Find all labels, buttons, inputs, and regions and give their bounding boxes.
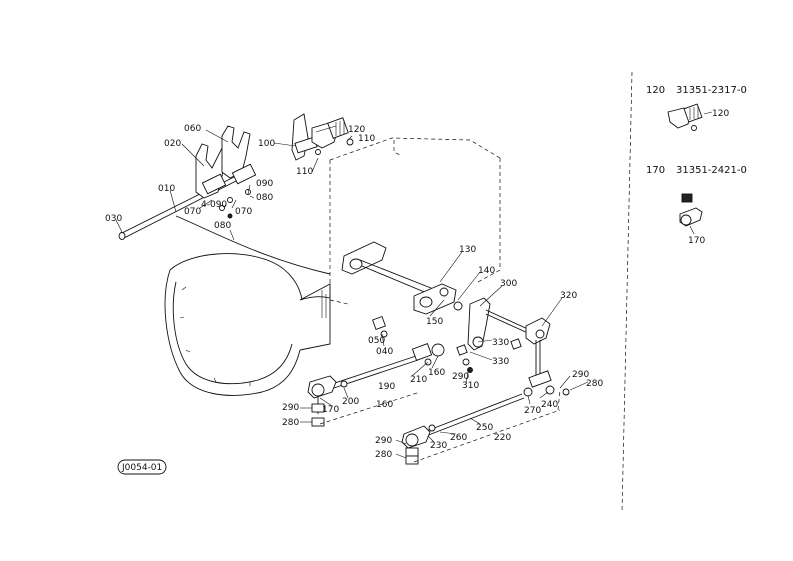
pin-110: [315, 149, 321, 155]
callout-330a: 330: [492, 338, 509, 348]
sidebar-item-170-part-code: 31351-2421-0: [676, 165, 747, 176]
callout-190: 190: [378, 382, 395, 392]
callout-160a: 160: [428, 368, 445, 378]
callout-110a: 110: [358, 134, 375, 144]
callout-260: 260: [450, 433, 467, 443]
callout-170: 170: [322, 405, 339, 415]
callout-200: 200: [342, 397, 359, 407]
sidebar-item-170: 170 31351-2421-0 170: [646, 165, 747, 246]
sidebar-item-170-callout: 170: [688, 236, 705, 246]
callout-120: 120: [348, 125, 365, 135]
lever-320: [525, 317, 570, 396]
callout-220: 220: [494, 433, 511, 443]
callout-280c: 280: [586, 379, 603, 389]
callout-100: 100: [258, 139, 275, 149]
lever-300: [467, 297, 531, 351]
drawing-stamp: J0054-01: [117, 459, 167, 475]
callout-050: 050: [368, 336, 385, 346]
sidebar-item-120-number: 120: [646, 85, 665, 96]
cable: [175, 215, 331, 275]
callout-300: 300: [500, 279, 517, 289]
callout-060: 060: [184, 124, 201, 134]
selector-lever-100: [291, 113, 318, 161]
small-parts-mid: [372, 316, 522, 373]
sidebar-item-120-callout: 120: [712, 109, 729, 119]
sidebar-item-120: 120 31351-2317-0 120: [646, 85, 747, 131]
callout-250: 250: [476, 423, 493, 433]
callout-330b: 330: [492, 357, 509, 367]
callout-010: 010: [158, 184, 175, 194]
callout-030: 030: [105, 214, 122, 224]
callout-040: 040: [376, 347, 393, 357]
callout-320: 320: [560, 291, 577, 301]
callouts: 060 020 010 030 070 4-090 070 090 080 08…: [105, 124, 603, 460]
sidebar-item-120-part-code: 31351-2317-0: [676, 85, 747, 96]
callout-020: 020: [164, 139, 181, 149]
callout-160b: 160: [376, 400, 393, 410]
transmission-housing: [164, 253, 331, 396]
rod-190: [307, 343, 445, 427]
callout-110b: 110: [296, 167, 313, 177]
callout-290b: 290: [282, 403, 299, 413]
callout-070b: 070: [235, 207, 252, 217]
callout-270: 270: [524, 406, 541, 416]
callout-090a: 090: [256, 179, 273, 189]
callout-130: 130: [459, 245, 476, 255]
sidebar-item-170-number: 170: [646, 165, 665, 176]
callout-080a: 080: [256, 193, 273, 203]
callout-310: 310: [462, 381, 479, 391]
callout-150: 150: [426, 317, 443, 327]
shift-fork-060: [221, 125, 257, 185]
callout-240: 240: [541, 400, 558, 410]
callout-090b: 4-090: [201, 200, 227, 210]
callout-280a: 280: [282, 418, 299, 428]
callout-140: 140: [478, 266, 495, 276]
callout-290d: 290: [572, 370, 589, 380]
housing-outline-dashed: [329, 137, 501, 305]
sidebar-divider: [621, 71, 633, 513]
callout-230: 230: [430, 441, 447, 451]
rod-250: [401, 387, 533, 465]
callout-070a: 070: [184, 207, 201, 217]
callout-080b: 080: [214, 221, 231, 231]
selector-arm-120: [311, 117, 354, 149]
group-brackets: [319, 389, 561, 463]
callout-280b: 280: [375, 450, 392, 460]
small-pins: [219, 189, 251, 219]
callout-290c: 290: [375, 436, 392, 446]
drawing-stamp-text: J0054-01: [121, 463, 162, 473]
leader-lines: [115, 125, 589, 459]
shaft-assembly-130: [341, 241, 463, 315]
callout-290a: 290: [452, 372, 469, 382]
callout-210: 210: [410, 375, 427, 385]
